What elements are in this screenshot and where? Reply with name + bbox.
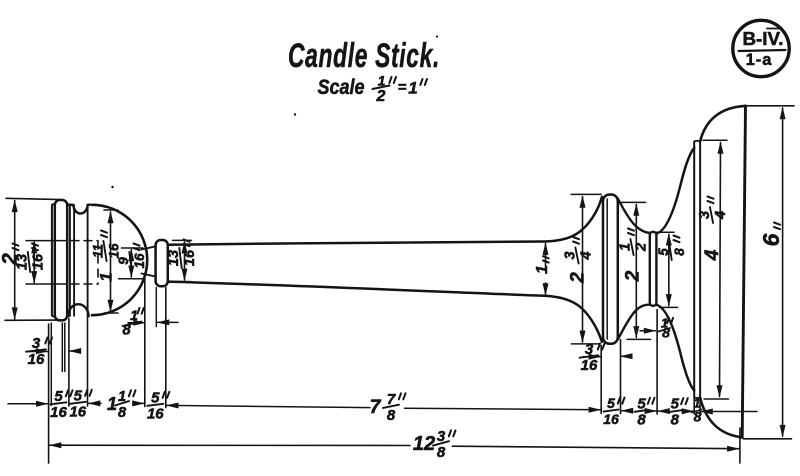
svg-text:11: 11	[91, 244, 106, 258]
svg-text:=: =	[398, 79, 407, 96]
svg-text:16: 16	[581, 357, 598, 374]
svg-text:16: 16	[69, 403, 86, 420]
svg-text:8: 8	[694, 409, 702, 425]
svg-text:16: 16	[132, 253, 147, 269]
svg-text:7: 7	[370, 396, 382, 418]
svg-text:13: 13	[15, 254, 31, 270]
svg-text:16: 16	[50, 404, 67, 421]
svg-text:8: 8	[672, 248, 687, 256]
svg-text:12: 12	[413, 433, 435, 455]
svg-text:4: 4	[579, 251, 595, 260]
svg-text:1: 1	[130, 307, 138, 323]
svg-text:16: 16	[28, 351, 45, 368]
svg-text:1: 1	[97, 272, 116, 281]
svg-text:16: 16	[147, 405, 164, 422]
svg-text:1: 1	[618, 243, 634, 251]
svg-text:1: 1	[408, 79, 417, 98]
svg-text:5: 5	[607, 395, 615, 411]
svg-text:3: 3	[585, 341, 594, 358]
svg-text:9: 9	[116, 257, 131, 265]
svg-text:4: 4	[713, 211, 729, 220]
svg-text:B-IV.: B-IV.	[743, 29, 784, 49]
svg-text:7: 7	[387, 391, 396, 408]
svg-text:6: 6	[758, 233, 784, 246]
svg-text:1: 1	[378, 73, 386, 89]
svg-text:5: 5	[151, 389, 160, 406]
svg-text:1: 1	[693, 396, 700, 411]
svg-text:8: 8	[387, 407, 396, 424]
svg-text:5: 5	[656, 248, 671, 256]
svg-text:8: 8	[671, 412, 680, 429]
svg-text:1: 1	[534, 265, 551, 274]
svg-text:2: 2	[634, 243, 650, 252]
svg-text:3: 3	[32, 335, 41, 352]
svg-text:8: 8	[118, 405, 127, 421]
svg-text:3: 3	[563, 251, 579, 259]
svg-text:16: 16	[107, 243, 122, 259]
svg-text:5: 5	[54, 388, 63, 405]
svg-text:Candle Stick.: Candle Stick.	[288, 37, 440, 75]
svg-text:5: 5	[637, 395, 646, 412]
svg-text:3: 3	[437, 428, 446, 445]
svg-text:8: 8	[637, 411, 646, 428]
svg-text:16: 16	[603, 411, 619, 427]
svg-text:5: 5	[74, 387, 83, 404]
svg-text:Scale: Scale	[318, 76, 365, 99]
svg-text:2: 2	[568, 272, 589, 284]
svg-text:8: 8	[437, 444, 446, 461]
svg-text:13: 13	[166, 250, 182, 266]
svg-text:16: 16	[31, 253, 47, 270]
svg-text:2: 2	[376, 88, 386, 105]
svg-text:5: 5	[671, 396, 680, 413]
svg-text:16: 16	[182, 249, 198, 266]
svg-text:1: 1	[107, 394, 117, 414]
svg-text:8: 8	[122, 322, 131, 339]
svg-text:2: 2	[623, 270, 644, 282]
svg-text:3: 3	[697, 211, 713, 219]
svg-text:1: 1	[118, 389, 126, 405]
svg-text:1-a: 1-a	[746, 51, 773, 69]
svg-text:1: 1	[661, 316, 668, 331]
svg-text:2: 2	[0, 253, 22, 266]
svg-text:4: 4	[702, 249, 723, 261]
svg-text:8: 8	[662, 325, 670, 341]
